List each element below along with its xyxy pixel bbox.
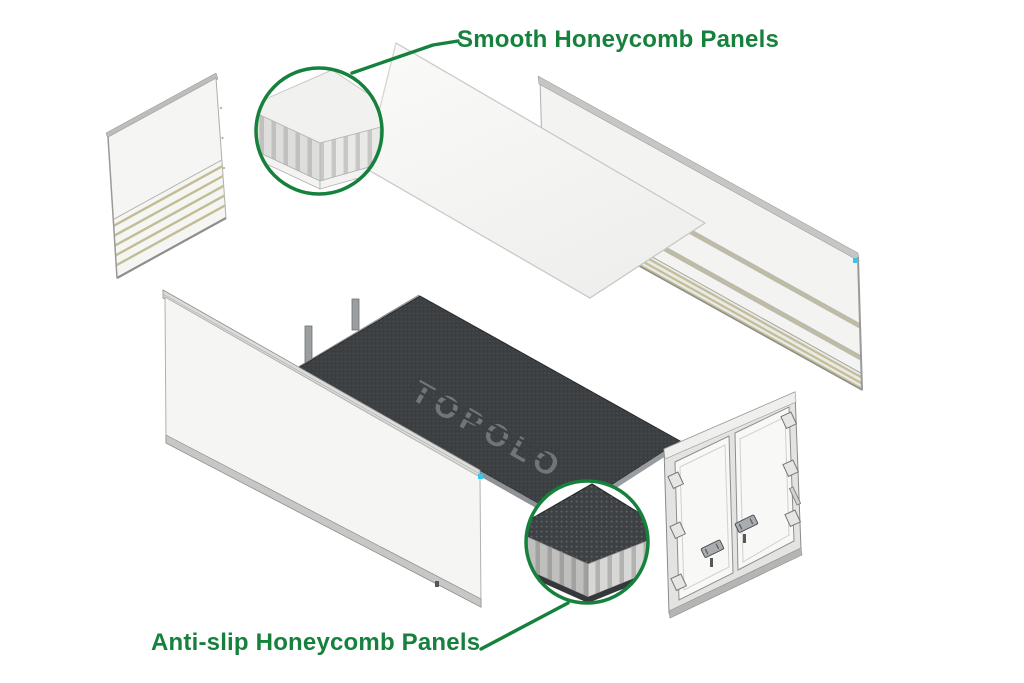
bottom-rail (165, 434, 482, 608)
door-sill (668, 547, 803, 619)
antislip-cross-section (527, 483, 647, 602)
left-side-wall-panel (105, 72, 227, 279)
rub-rail-stripes (113, 159, 226, 267)
callout-ring (524, 479, 650, 605)
left-door-leaf (674, 435, 734, 601)
door-stop (435, 581, 439, 587)
callout-ring (254, 66, 384, 196)
smooth-leader-line (350, 39, 460, 75)
front-side-wall-panel (162, 289, 482, 608)
antislip-leader-line (479, 601, 570, 651)
cad-marker (853, 258, 858, 263)
rear-doors (663, 391, 803, 619)
door-locks (700, 514, 759, 567)
door-latch-slot (788, 486, 802, 506)
antislip-panel-callout (524, 479, 650, 605)
door-frame-header (663, 391, 797, 460)
door-hinges (667, 411, 802, 592)
label-smooth-honeycomb-panels: Smooth Honeycomb Panels (457, 26, 779, 53)
cad-marker (478, 474, 483, 479)
label-antislip-honeycomb-panels: Anti-slip Honeycomb Panels (151, 629, 481, 656)
